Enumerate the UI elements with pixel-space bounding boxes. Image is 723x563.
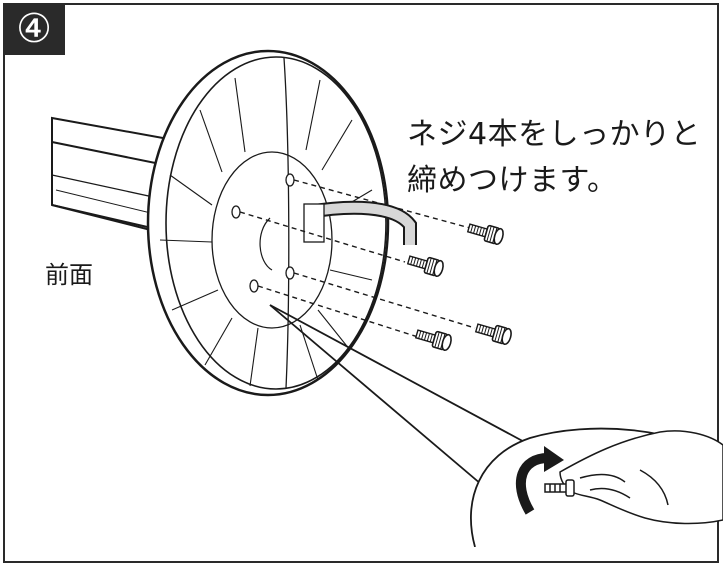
- screw-icon: [465, 219, 506, 247]
- assembly-illustration: [51, 49, 723, 547]
- guide-lines: [239, 179, 476, 338]
- instruction-line-2: 締めつけます。: [407, 163, 618, 198]
- hand-icon: [544, 430, 723, 525]
- front-label: 前面: [45, 261, 93, 289]
- step-number-badge: ④: [3, 3, 65, 55]
- base-plate: [146, 49, 390, 397]
- instruction-line-1: ネジ4本をしっかりと: [407, 117, 702, 152]
- cable: [303, 200, 417, 245]
- screw-icon: [405, 251, 446, 279]
- screw-icon: [473, 319, 514, 347]
- screw-icon: [413, 325, 454, 353]
- instruction-text: ネジ4本をしっかりと 締めつけます。: [407, 112, 717, 204]
- rotate-arrow-icon: [516, 446, 564, 515]
